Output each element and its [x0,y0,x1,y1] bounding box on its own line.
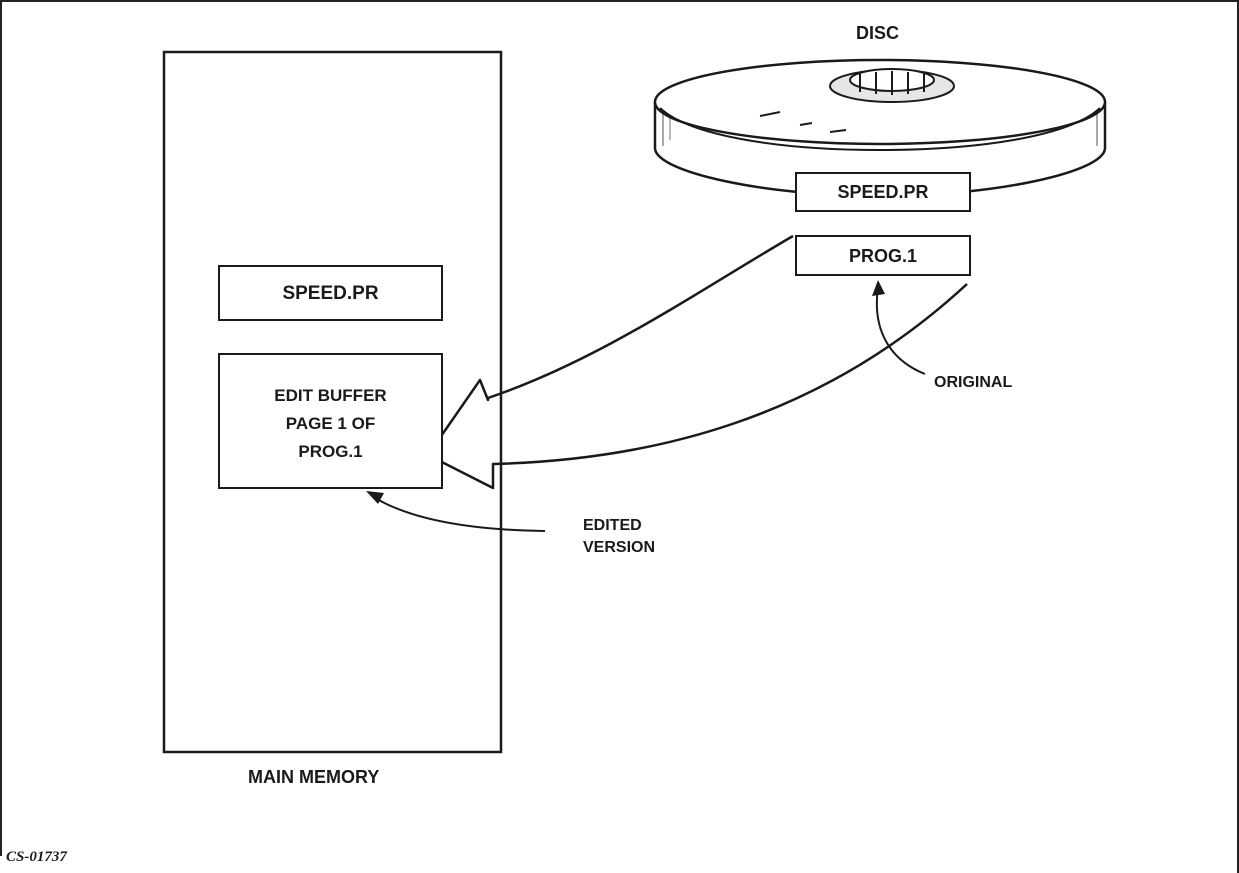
main-memory-box [162,50,503,754]
main-memory-label: MAIN MEMORY [248,767,380,787]
frame-right [1237,0,1239,873]
figure-id: CS-01737 [6,849,67,865]
edited-pointer-line [371,495,546,532]
edited-version-callout: EDITED VERSION [583,517,656,556]
memory-speed-label: SPEED.PR [282,283,379,304]
original-pointer-arrowhead [872,280,885,296]
disc-hub-slots [859,71,925,95]
frame-top [0,0,1239,2]
disc-label: DISC [856,23,900,43]
transfer-arrow [426,234,968,490]
original-pointer-line [875,287,926,375]
disc-file-prog-label: PROG.1 [848,246,918,266]
original-callout: ORIGINAL [934,374,1013,391]
disc-scratches [759,111,847,133]
disc-file-prog: PROG.1 [795,235,971,276]
memory-speed-box: SPEED.PR [218,265,443,321]
edit-buffer-box: EDIT BUFFER PAGE 1 OF PROG.1 [218,353,443,489]
frame-left [0,0,2,856]
disc-rim [659,107,1101,152]
edit-buffer-label: EDIT BUFFER PAGE 1 OF PROG.1 [274,386,387,461]
disc-file-speed-label: SPEED.PR [837,182,929,202]
edited-pointer-arrowhead [366,491,384,504]
disc-file-speed: SPEED.PR [795,172,971,212]
